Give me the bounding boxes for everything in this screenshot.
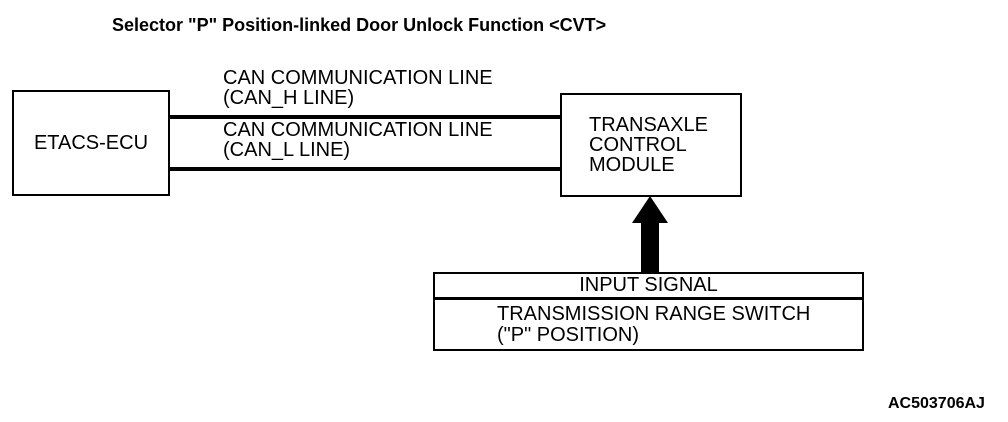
can-l-label-line2: (CAN_L LINE)	[223, 139, 351, 161]
etacs-ecu-box: ETACS-ECU	[12, 90, 170, 196]
input-signal-header: INPUT SIGNAL	[435, 274, 862, 300]
can-h-wire	[170, 115, 560, 119]
can-l-label-line1: CAN COMMUNICATION LINE	[223, 119, 493, 141]
input-signal-box: INPUT SIGNAL TRANSMISSION RANGE SWITCH (…	[433, 272, 864, 351]
can-h-label-line1: CAN COMMUNICATION LINE	[223, 67, 493, 89]
etacs-ecu-label: ETACS-ECU	[33, 131, 149, 154]
transaxle-control-module-box: TRANSAXLE CONTROL MODULE	[560, 93, 742, 197]
up-arrow-icon	[632, 196, 668, 223]
can-l-wire	[170, 167, 560, 171]
transmission-range-switch-cell: TRANSMISSION RANGE SWITCH ("P" POSITION)	[435, 300, 862, 346]
figure-reference-code: AC503706AJ	[888, 395, 985, 412]
transmission-range-switch-label: TRANSMISSION RANGE SWITCH	[497, 303, 811, 325]
can-l-line-label: CAN COMMUNICATION LINE (CAN_L LINE)	[223, 120, 493, 160]
can-h-label-line2: (CAN_H LINE)	[223, 87, 355, 109]
p-position-label: ("P" POSITION)	[497, 324, 639, 346]
can-h-line-label: CAN COMMUNICATION LINE (CAN_H LINE)	[223, 68, 493, 108]
diagram-title: Selector "P" Position-linked Door Unlock…	[112, 15, 607, 35]
tcm-label-line2: CONTROL	[589, 134, 687, 156]
tcm-label-line1: TRANSAXLE	[589, 114, 708, 136]
tcm-label-line3: MODULE	[589, 154, 675, 176]
up-arrow-shaft	[641, 221, 659, 273]
